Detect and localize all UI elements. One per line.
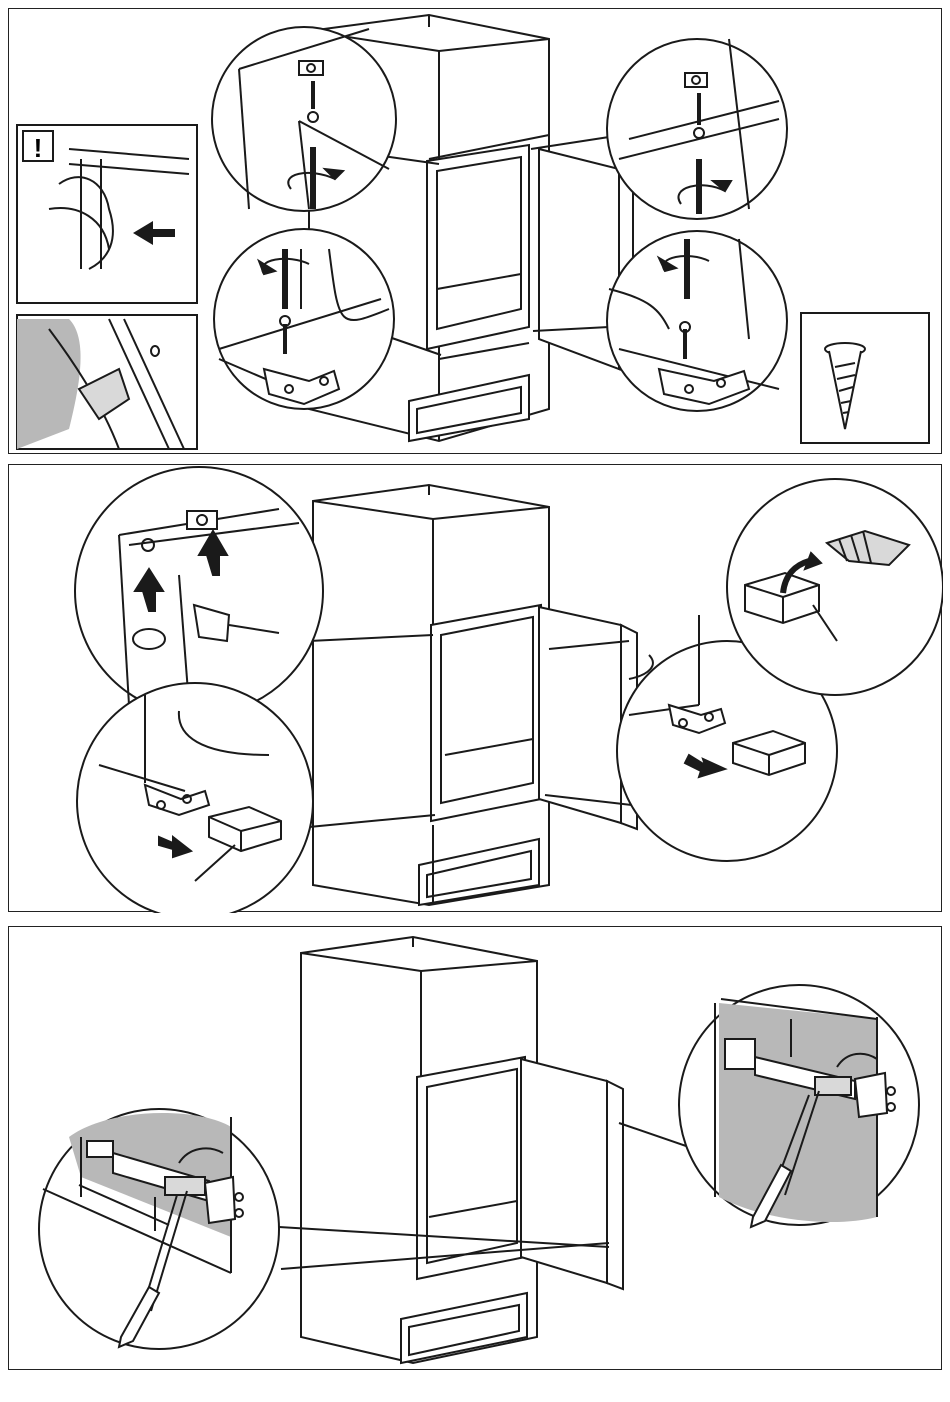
detail-circle-bottom-right: [607, 231, 787, 411]
step-1-illustration: !: [9, 9, 943, 455]
step-1-panel: !: [8, 8, 942, 454]
step-3-panel: [8, 926, 942, 1370]
detail-circle-step2-bottom-left: [77, 683, 313, 913]
detail-circle-step2-top-left: [75, 467, 323, 715]
step-2-panel: [8, 464, 942, 912]
cabinet-step3: [301, 937, 623, 1363]
warning-symbol: !: [34, 133, 43, 163]
screw-box: [801, 313, 929, 443]
detail-circle-step2-cutter: [727, 479, 943, 695]
detail-circle-top-right: [607, 39, 787, 219]
detail-circle-bottom-left: [214, 229, 394, 409]
step-3-illustration: [9, 927, 943, 1371]
cabinet-step2: [313, 485, 637, 905]
detail-circle-step3-left: [39, 1109, 279, 1349]
detail-circle-top-left: [212, 27, 396, 211]
step-2-illustration: [9, 465, 943, 913]
detail-circle-step3-right: [679, 985, 919, 1227]
